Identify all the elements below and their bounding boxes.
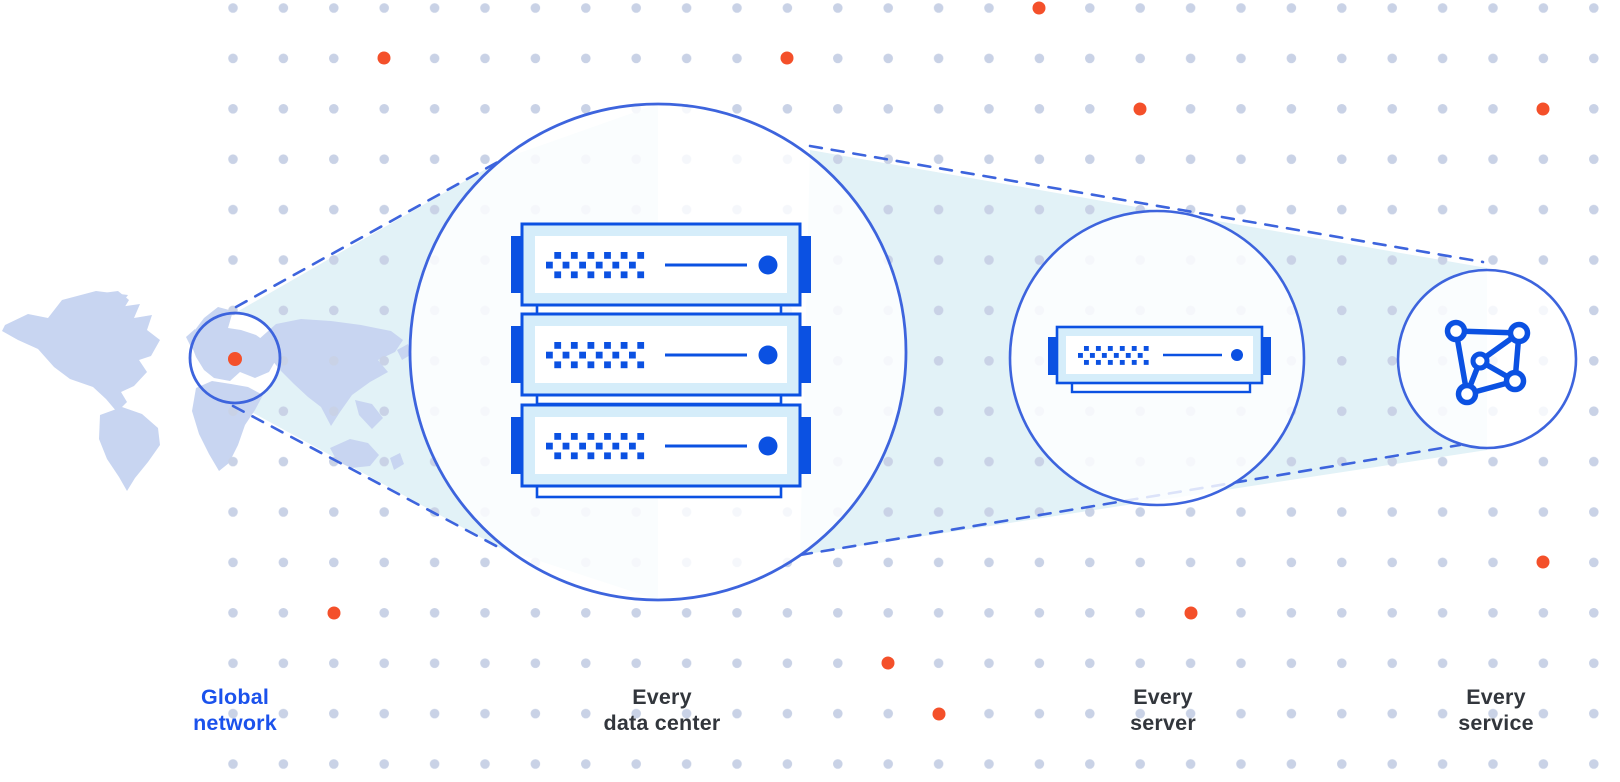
server-side-tab <box>800 236 811 293</box>
accent-dot <box>1184 606 1198 620</box>
accent-dot <box>1032 1 1046 15</box>
continent-north-america <box>2 291 160 412</box>
server-side-tab <box>800 417 811 474</box>
mesh-node <box>1444 319 1468 343</box>
server-side-tab <box>1048 337 1057 375</box>
mesh-node <box>1455 382 1479 406</box>
dashed-line-upper-left <box>234 156 507 309</box>
label-global-network: Global network <box>193 685 277 735</box>
dashed-line-upper-right <box>808 144 1485 264</box>
server-power-led <box>758 436 778 456</box>
accent-dot <box>327 606 341 620</box>
accent-dot <box>932 707 946 721</box>
server-side-tab <box>800 326 811 383</box>
label-every-data-center: Every data center <box>603 685 721 735</box>
server-faceplate <box>535 326 787 383</box>
dashed-line-lower-left <box>231 404 502 550</box>
server-side-tab <box>511 236 522 293</box>
map-highlight-circle <box>188 311 282 405</box>
server-side-tab <box>1262 337 1271 375</box>
continent-south-america <box>99 407 160 491</box>
accent-dot <box>1536 555 1550 569</box>
network-mesh-icon <box>1444 319 1531 406</box>
accent-dot <box>881 656 895 670</box>
server-unit-single <box>1048 325 1271 394</box>
mesh-node <box>1503 369 1527 393</box>
server-power-led <box>1231 349 1243 361</box>
accent-dot <box>780 51 794 65</box>
server-rack <box>511 222 811 499</box>
server-power-led <box>758 255 778 275</box>
label-every-server: Every server <box>1130 685 1196 735</box>
continent-greenland <box>82 291 129 322</box>
label-every-service: Every service <box>1458 685 1534 735</box>
server-power-led <box>758 345 778 365</box>
server-faceplate <box>535 417 787 474</box>
mesh-node <box>1507 321 1531 345</box>
server-side-tab <box>511 417 522 474</box>
server-faceplate <box>535 236 787 293</box>
accent-dots-group <box>327 1 1550 721</box>
server-side-tab <box>511 326 522 383</box>
mesh-node-center <box>1470 351 1490 371</box>
accent-dot <box>377 51 391 65</box>
map-marker-dot <box>228 352 242 366</box>
accent-dot <box>1133 102 1147 116</box>
accent-dot <box>1536 102 1550 116</box>
